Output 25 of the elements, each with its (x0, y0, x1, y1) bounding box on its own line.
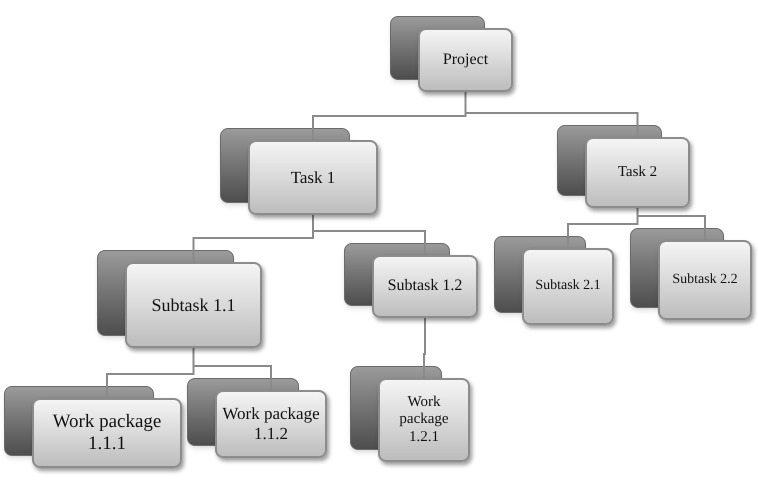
task-box (215, 390, 327, 458)
box-label: Subtask 1.2 (388, 277, 462, 296)
box-label: Project (442, 50, 488, 70)
task-box (248, 140, 378, 215)
task-box (522, 248, 614, 325)
connector-line (312, 215, 426, 255)
box-label: Subtask 2.2 (672, 272, 738, 288)
connector-line (423, 318, 426, 378)
task-box (32, 398, 182, 468)
task-box (658, 240, 752, 320)
box-label: Task 1 (290, 168, 336, 188)
box-label: Work package 1.1.2 (221, 404, 321, 444)
task-box (125, 262, 262, 348)
box-label: Task 2 (618, 164, 658, 182)
box-label: Subtask 2.1 (535, 278, 601, 295)
task-box (378, 378, 470, 462)
connector-line (464, 92, 638, 137)
task-box (418, 28, 513, 92)
connector-line (636, 208, 706, 240)
box-label: Work package 1.1.1 (52, 411, 162, 455)
task-box (585, 137, 690, 208)
connector-line (192, 348, 272, 390)
box-label: Work package 1.2.1 (398, 394, 450, 446)
box-label: Subtask 1.1 (151, 294, 236, 316)
task-box (372, 255, 478, 318)
